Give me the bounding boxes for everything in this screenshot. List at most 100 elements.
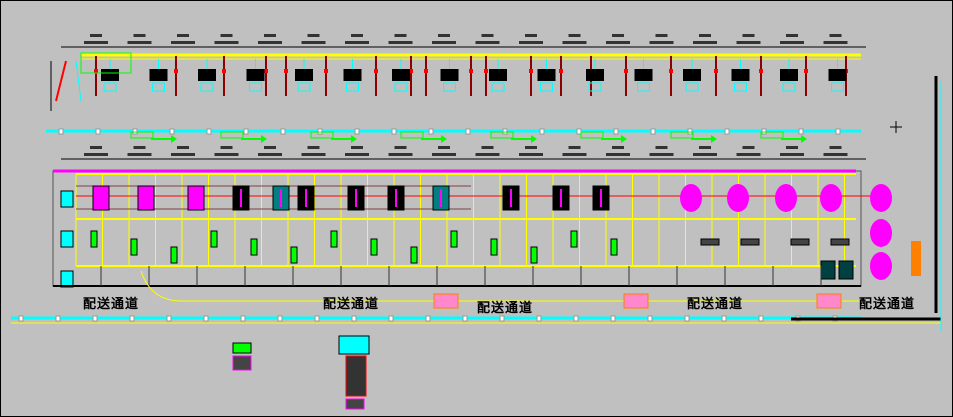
control-cabinet [330, 230, 338, 248]
machine-base [831, 82, 844, 92]
post-joint [324, 69, 328, 73]
machine-top [149, 69, 168, 81]
post-joint [714, 69, 718, 73]
control-cabinet [610, 238, 618, 256]
machine-base [249, 82, 262, 92]
flow-arrow-head [351, 135, 357, 143]
station-header-text [481, 146, 494, 149]
machine-base [297, 82, 311, 92]
station-header-text [214, 153, 239, 156]
station-header-text [351, 34, 363, 37]
station-header-text [562, 41, 587, 44]
detail-block [338, 335, 370, 355]
flow-arrow-head [531, 135, 537, 143]
machine-base [637, 82, 650, 92]
input-buffer [60, 270, 74, 288]
station-header-text [307, 34, 320, 37]
station-header-text [388, 153, 413, 156]
detail-block [232, 355, 252, 371]
post-joint [759, 69, 763, 73]
post-joint [804, 69, 808, 73]
magenta-machine [775, 184, 797, 212]
machine-base [491, 82, 505, 92]
control-cabinet [90, 230, 98, 248]
conveyor-roller [95, 128, 101, 135]
machine-top [295, 69, 313, 81]
machine-base [443, 82, 456, 92]
station-header-text [519, 153, 543, 156]
transfer-cart [580, 131, 604, 139]
station-header-text [475, 153, 500, 156]
conveyor-roller [169, 128, 175, 135]
station-header-text [525, 146, 537, 149]
conveyor-roller [277, 315, 283, 322]
conveyor-roller [539, 128, 545, 135]
machine-base [200, 82, 214, 92]
conveyor-roller [573, 315, 579, 322]
control-cabinet [250, 238, 258, 256]
conveyor-roller [462, 315, 468, 322]
post-joint [374, 69, 378, 73]
conveyor-roller [243, 128, 249, 135]
flow-arrow-head [441, 135, 447, 143]
station-header-text [786, 146, 798, 149]
conveyor-roller [425, 315, 431, 322]
post-joint [409, 69, 413, 73]
station-header-text [699, 146, 711, 149]
station-header-text [258, 153, 282, 156]
post-joint [424, 69, 428, 73]
magenta-machine [680, 184, 702, 212]
channel-label: 配送通道 [83, 297, 140, 312]
station-header-text [786, 34, 798, 37]
post-joint [222, 69, 226, 73]
station-header-text [606, 41, 630, 44]
station-header-text [301, 41, 326, 44]
station-header-text [264, 34, 276, 37]
transfer-cart [310, 131, 334, 139]
panel [740, 238, 760, 246]
machine-top [634, 69, 653, 81]
magenta-machine [870, 184, 892, 212]
machine-top [489, 69, 507, 81]
machine-top [586, 69, 604, 81]
conveyor-roller [758, 315, 764, 322]
station-header-text [127, 41, 152, 44]
magenta-machine [727, 184, 749, 212]
delivery-path [140, 270, 861, 302]
conveyor-roller [354, 128, 360, 135]
station-header-text [133, 34, 146, 37]
panel [790, 238, 810, 246]
station-header-text [612, 146, 624, 149]
machine-base [685, 82, 699, 92]
channel-label: 配送通道 [477, 301, 534, 316]
conveyor-roller [647, 315, 653, 322]
station-header-text [655, 34, 668, 37]
conveyor-roller [18, 315, 24, 322]
conveyor-roller [280, 128, 286, 135]
station-header-text [780, 41, 804, 44]
left-structure [55, 60, 67, 102]
station-header-text [649, 153, 674, 156]
station-header-text [525, 34, 537, 37]
channel-label: 配送通道 [687, 297, 744, 312]
post-joint [624, 69, 628, 73]
station-header-text [90, 146, 102, 149]
control-cabinet [290, 246, 298, 264]
machine-top [392, 69, 410, 81]
buffer-unit [623, 293, 649, 309]
transfer-cart [760, 131, 784, 139]
flow-arrow-head [621, 135, 627, 143]
flow-arrow-head [261, 135, 267, 143]
station-header-text [736, 41, 761, 44]
post-joint [174, 69, 178, 73]
station-header-text [133, 146, 146, 149]
transfer-cart [670, 131, 694, 139]
control-cabinet [370, 238, 378, 256]
machine-base [394, 82, 408, 92]
station-header-text [394, 146, 407, 149]
machine-base [734, 82, 747, 92]
station-header-text [220, 34, 233, 37]
conveyor-roller [798, 128, 804, 135]
